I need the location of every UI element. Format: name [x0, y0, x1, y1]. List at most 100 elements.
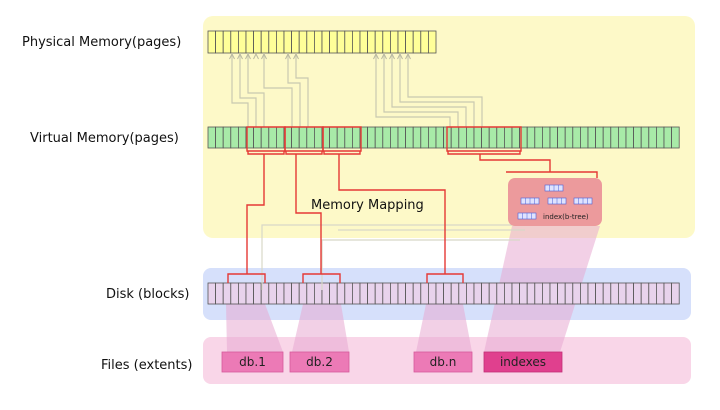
page-mapping-line	[231, 53, 249, 127]
physical-memory-label: Physical Memory(pages)	[22, 35, 181, 50]
physical-memory-pages	[207, 30, 437, 54]
physical-page	[230, 30, 239, 54]
virtual-page	[420, 126, 429, 149]
file-box-db2	[289, 351, 350, 373]
index-btree-label: index(b-tree)	[543, 213, 589, 221]
physical-page	[253, 30, 262, 54]
virtual-page	[374, 126, 384, 149]
disk-block	[625, 282, 634, 305]
disk-block	[473, 282, 482, 305]
virtual-page	[367, 126, 376, 149]
virtual-page	[595, 126, 604, 149]
virtual-page	[275, 126, 285, 149]
disk-block	[450, 282, 460, 305]
virtual-page	[618, 126, 627, 149]
arrow-head	[405, 52, 411, 60]
mapping-band	[416, 304, 472, 352]
index-btree: index(b-tree)	[508, 178, 602, 226]
disk-block	[382, 282, 391, 305]
virtual-page	[481, 126, 490, 149]
mapping-line	[479, 154, 598, 178]
file-label-db1: db.1	[239, 355, 266, 369]
files-label: Files (extents)	[101, 358, 192, 373]
arrow-head	[285, 52, 291, 60]
arrow-head	[293, 52, 299, 60]
page-mapping-line	[239, 53, 257, 127]
disk-block	[633, 282, 642, 305]
virtual-page	[549, 126, 558, 149]
virtual-page	[587, 126, 596, 149]
arrow-head	[381, 52, 387, 60]
page-mapping-line	[399, 53, 475, 127]
disk-block	[542, 282, 551, 305]
virtual-page	[580, 126, 589, 149]
virtual-page	[306, 126, 315, 149]
physical-page	[382, 30, 391, 54]
physical-page	[237, 30, 247, 54]
arrow-head	[261, 52, 267, 60]
virtual-page	[412, 126, 422, 149]
virtual-page	[511, 126, 520, 149]
disk-block	[663, 282, 672, 305]
disk-block	[268, 282, 277, 305]
virtual-page	[640, 126, 650, 149]
mapping-band	[226, 304, 283, 352]
disk-block	[602, 282, 612, 305]
virtual-page	[215, 126, 224, 149]
virtual-page	[503, 126, 513, 149]
physical-page	[329, 30, 338, 54]
physical-page	[275, 30, 285, 54]
arrow-head	[389, 52, 395, 60]
virtual-page	[222, 126, 232, 149]
file-extents: db.1 db.2 db.n indexes	[221, 351, 563, 373]
disk-block	[367, 282, 376, 305]
virtual-page	[625, 126, 634, 149]
disk-block	[496, 282, 505, 305]
virtual-page	[435, 126, 444, 149]
disk-block	[207, 282, 216, 305]
disk-block	[389, 282, 399, 305]
disk-block	[397, 282, 406, 305]
disk-block	[420, 282, 429, 305]
physical-page	[367, 30, 376, 54]
disk-label: Disk (blocks)	[106, 287, 189, 302]
virtual-page	[564, 126, 574, 149]
disk-block	[344, 282, 353, 305]
mapping-line	[338, 154, 464, 283]
virtual-page	[648, 126, 657, 149]
physical-page	[283, 30, 292, 54]
physical-page	[298, 30, 308, 54]
disk-block	[618, 282, 627, 305]
page-mapping-line	[383, 53, 459, 127]
virtual-page	[336, 126, 346, 149]
virtual-page	[602, 126, 612, 149]
virtual-page	[488, 126, 498, 149]
page-mapping-line	[407, 53, 483, 127]
virtual-page	[633, 126, 642, 149]
mapping-line	[285, 151, 323, 155]
disk-block	[488, 282, 498, 305]
page-mapping-line	[287, 53, 301, 127]
page-mapping-line	[247, 53, 265, 127]
virtual-page	[465, 126, 475, 149]
file-label-indexes: indexes	[500, 355, 546, 369]
mapping-band	[292, 304, 349, 352]
physical-page	[374, 30, 384, 54]
physical-page	[405, 30, 414, 54]
physical-page	[291, 30, 300, 54]
disk-block	[648, 282, 657, 305]
disk-block	[435, 282, 444, 305]
physical-page	[359, 30, 368, 54]
virtual-page	[389, 126, 399, 149]
physical-page	[215, 30, 224, 54]
physical-page	[427, 30, 437, 54]
virtual-page	[534, 126, 543, 149]
virtual-page	[496, 126, 505, 149]
virtual-page	[291, 126, 300, 149]
disk-block	[549, 282, 558, 305]
arrow-head	[237, 52, 243, 60]
disk-block	[374, 282, 384, 305]
virtual-memory-pages	[207, 126, 680, 149]
virtual-page	[382, 126, 391, 149]
